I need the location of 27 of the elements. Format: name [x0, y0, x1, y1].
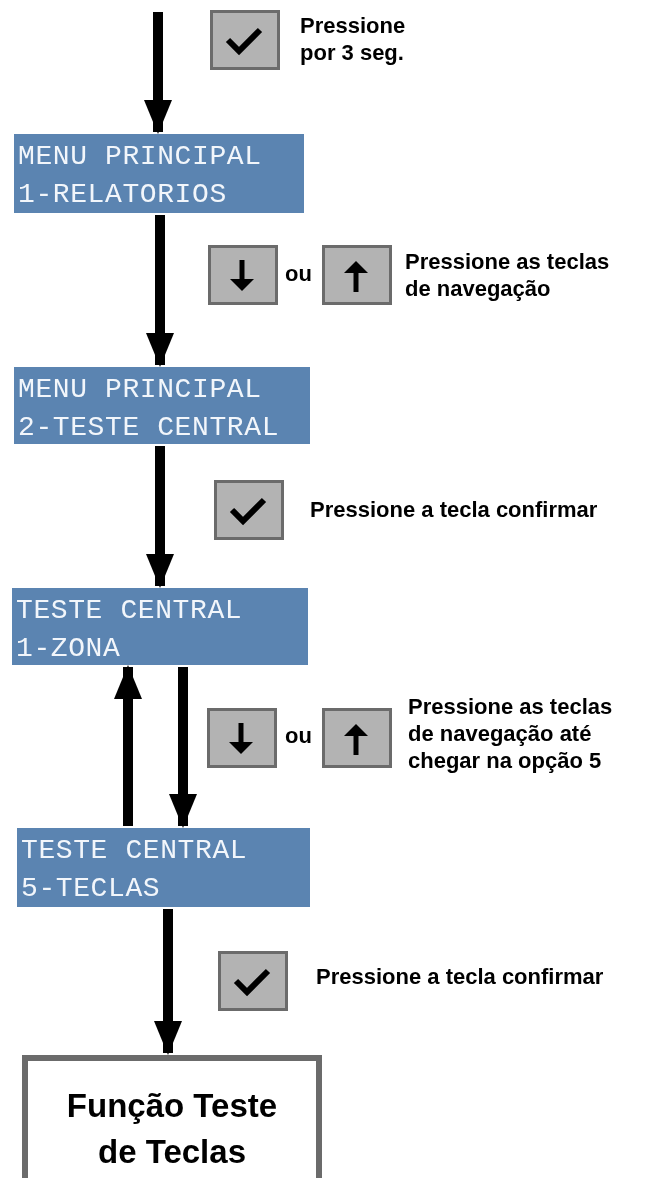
arrow: [154, 909, 182, 1055]
instruction-text: Pressione a tecla confirmar: [316, 963, 604, 990]
result-text: Função Teste de Teclas: [65, 1086, 279, 1172]
screen-line: 2-TESTE CENTRAL: [18, 411, 281, 445]
lcd-screen: [14, 134, 304, 213]
lcd-screen: [17, 828, 310, 907]
arrow: [144, 12, 172, 134]
instruction-text: Pressione as teclas de navegação: [405, 248, 611, 302]
instruction-text: Pressione a tecla confirmar: [310, 496, 598, 523]
or-text: ou: [285, 260, 312, 287]
arrow: [146, 446, 174, 588]
screen-line: MENU PRINCIPAL: [18, 140, 263, 174]
instruction-text: Pressione por 3 seg.: [300, 12, 407, 66]
instruction-text: Pressione as teclas de navegação até chegar na opção 5: [408, 693, 614, 774]
lcd-screen: [12, 588, 308, 665]
screen-line: TESTE CENTRAL: [21, 834, 249, 868]
screen-line: 5-TECLAS: [21, 872, 162, 906]
or-text: ou: [285, 722, 312, 749]
screen-line: 1-ZONA: [16, 632, 122, 666]
lcd-screen: [14, 367, 310, 444]
screen-line: 1-RELATORIOS: [18, 178, 228, 212]
screen-line: TESTE CENTRAL: [16, 594, 244, 628]
arrow: [146, 215, 174, 367]
result-box: [22, 1055, 322, 1178]
arrow: [114, 665, 142, 826]
arrow: [169, 667, 197, 828]
screen-line: MENU PRINCIPAL: [18, 373, 263, 407]
